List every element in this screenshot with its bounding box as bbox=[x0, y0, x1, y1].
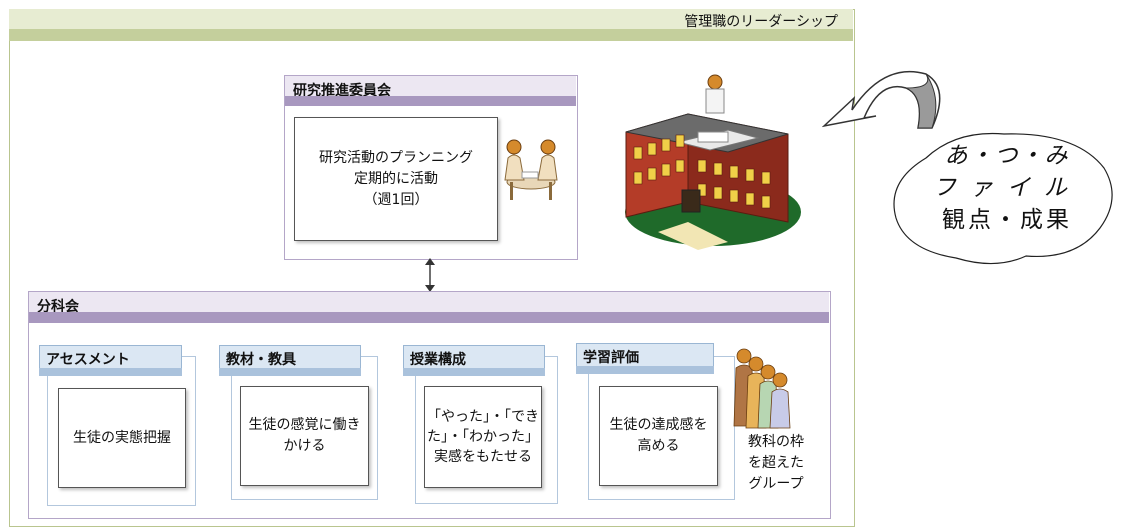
group-assessment-band bbox=[39, 368, 182, 376]
group-lesson-box: 「やった」・「でき た」・「わかった」 実感をもたせる bbox=[424, 386, 542, 488]
group-evaluation-line-2: 高める bbox=[637, 438, 680, 454]
group-assessment-line-1: 生徒の実態把握 bbox=[73, 429, 171, 446]
committee-band bbox=[285, 96, 576, 106]
group-evaluation-box: 生徒の達成感を 高める bbox=[599, 386, 718, 486]
group-materials-box: 生徒の感覚に働き かける bbox=[240, 386, 369, 486]
cloud-line-3: 観点・成果 bbox=[942, 207, 1072, 233]
group-lesson-band bbox=[403, 368, 545, 376]
group-materials-band bbox=[219, 368, 361, 376]
group-materials-line-2: かける bbox=[283, 438, 326, 454]
leadership-header-band bbox=[9, 29, 853, 41]
committee-line-3: （週1回） bbox=[363, 191, 429, 208]
group-lesson-line-1: 「やった」・「でき bbox=[427, 409, 539, 425]
group-label: 教科の枠 を超えた グループ bbox=[736, 432, 816, 495]
cloud-line-1: あ・つ・み bbox=[944, 143, 1070, 169]
people-group-icon bbox=[733, 348, 791, 429]
group-lesson-line-3: 実感をもたせる bbox=[434, 449, 532, 465]
committee-box: 研究活動のプランニング 定期的に活動 （週1回） bbox=[294, 117, 498, 241]
group-assessment-title: アセスメント bbox=[39, 345, 182, 369]
group-label-line-2: を超えた bbox=[748, 455, 804, 471]
group-lesson-title: 授業構成 bbox=[403, 345, 545, 369]
group-assessment-box: 生徒の実態把握 bbox=[58, 388, 186, 488]
group-materials-title: 教材・教具 bbox=[219, 345, 361, 369]
subcommittee-band bbox=[29, 312, 829, 323]
group-evaluation-band bbox=[576, 366, 714, 374]
group-lesson-line-2: た」・「わかった」 bbox=[427, 429, 539, 445]
group-materials-line-1: 生徒の感覚に働き bbox=[248, 417, 361, 433]
cloud-line-2: ファイル bbox=[933, 175, 1081, 201]
committee-title: 研究推進委員会 bbox=[285, 76, 576, 99]
cloud-bubble bbox=[893, 132, 1113, 265]
committee-line-1: 研究活動のプランニング bbox=[319, 149, 473, 166]
leadership-title: 管理職のリーダーシップ bbox=[684, 14, 838, 30]
group-evaluation-title: 学習評価 bbox=[576, 343, 714, 367]
school-building-icon bbox=[625, 74, 801, 250]
meeting-people-icon bbox=[504, 139, 558, 200]
double-arrow-icon bbox=[425, 258, 435, 292]
committee-line-2: 定期的に活動 bbox=[354, 170, 438, 187]
group-evaluation-line-1: 生徒の達成感を bbox=[609, 417, 708, 433]
subcommittee-title: 分科会 bbox=[29, 292, 829, 315]
group-label-line-3: グループ bbox=[748, 476, 804, 492]
group-label-line-1: 教科の枠 bbox=[748, 434, 804, 450]
cloud-text: あ・つ・み ファイル 観点・成果 bbox=[912, 140, 1102, 236]
curved-arrow-icon bbox=[822, 70, 941, 129]
